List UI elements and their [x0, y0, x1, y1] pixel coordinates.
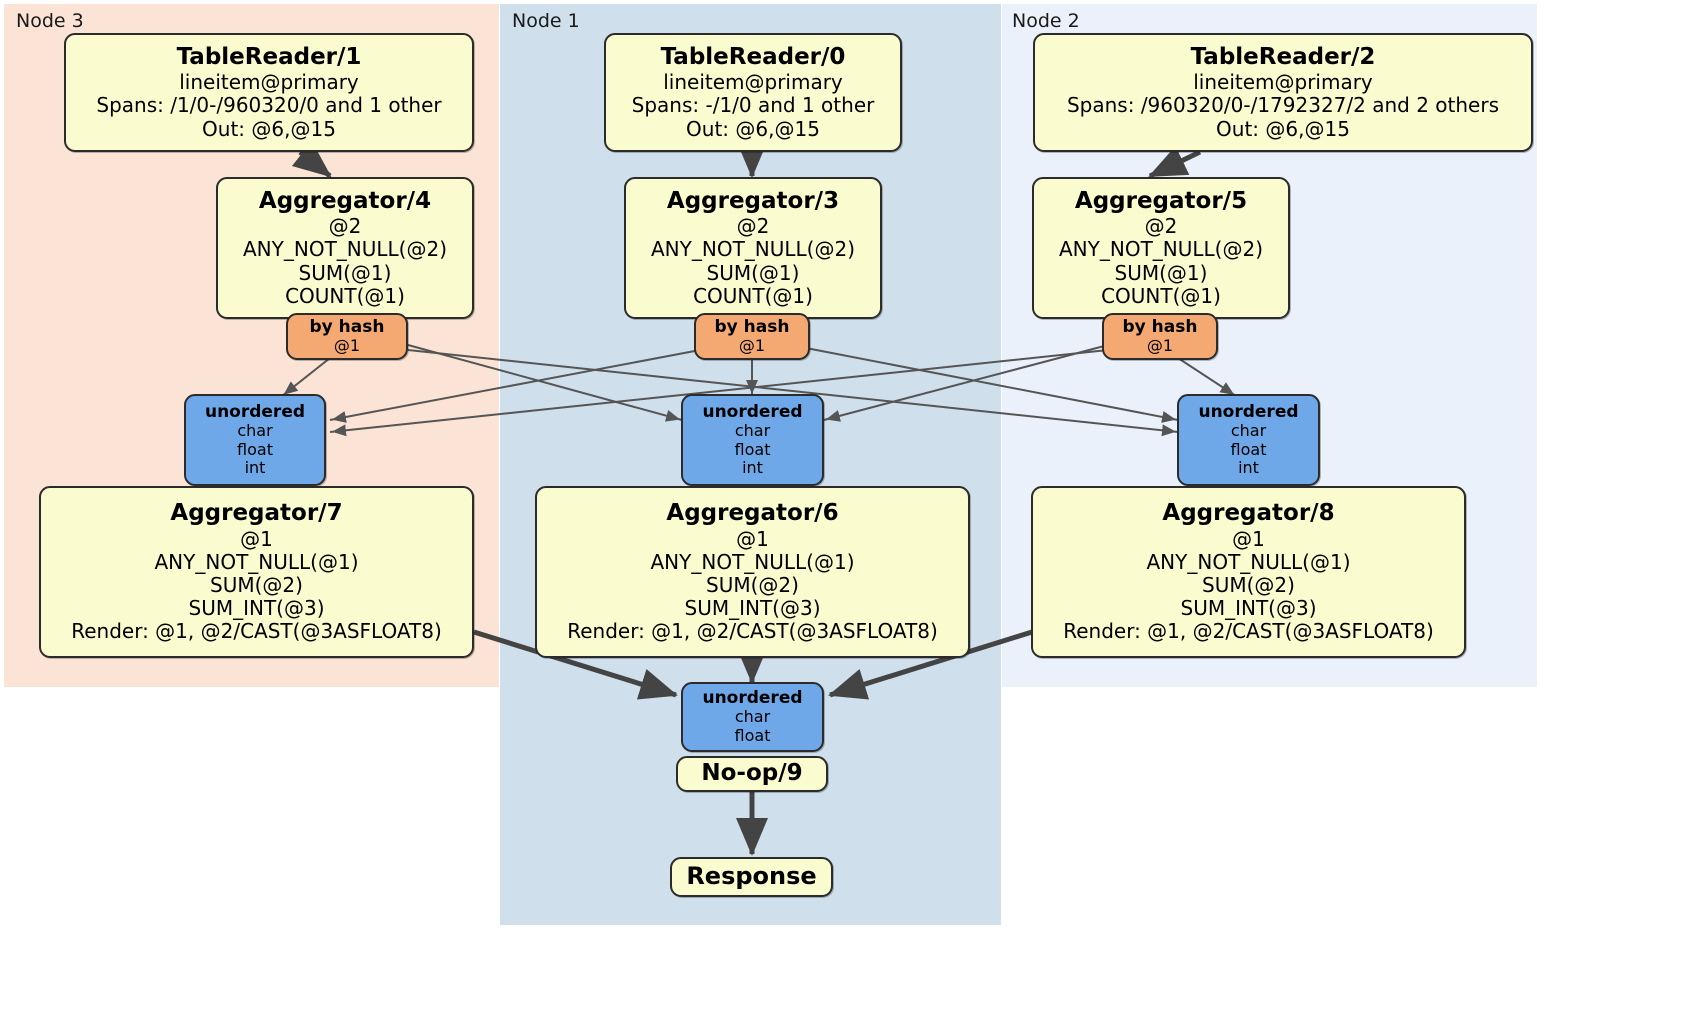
processor-detail-agg-2: SUM_INT(@3)	[188, 596, 325, 621]
processor-detail-agg-1: SUM(@2)	[210, 572, 303, 597]
processor-detail-table: lineitem@primary	[1193, 70, 1373, 95]
processor-detail-out: Out: @6,@15	[686, 116, 820, 141]
processor-detail-groupcol: @2	[1144, 214, 1178, 239]
processor-detail-spans: Spans: /960320/0-/1792327/2 and 2 others	[1066, 93, 1499, 118]
synchronizer-title: unordered	[702, 401, 803, 422]
processor-detail-agg-0: ANY_NOT_NULL(@2)	[651, 237, 855, 262]
synchronizer-type-1: float	[237, 439, 273, 459]
processor-detail-agg-0: ANY_NOT_NULL(@1)	[154, 549, 359, 574]
router-detail-col: @1	[1146, 336, 1174, 356]
synchronizer-title: unordered	[702, 687, 803, 708]
synchronizer-unordered-center[interactable]: unordered char float int	[681, 394, 824, 486]
synchronizer-unordered-right[interactable]: unordered char float int	[1177, 394, 1320, 486]
processor-detail-out: Out: @6,@15	[202, 116, 336, 141]
processor-title: TableReader/1	[176, 44, 362, 71]
synchronizer-type-1: float	[734, 725, 771, 745]
processor-detail-render: Render: @1, @2/CAST(@3ASFLOAT8)	[1063, 619, 1434, 644]
router-by-hash-right[interactable]: by hash @1	[1102, 313, 1218, 360]
processor-detail-render: Render: @1, @2/CAST(@3ASFLOAT8)	[567, 619, 938, 644]
processor-detail-agg-1: SUM(@1)	[1114, 260, 1208, 285]
processor-title: TableReader/0	[660, 44, 846, 71]
processor-detail-render: Render: @1, @2/CAST(@3ASFLOAT8)	[71, 619, 442, 644]
synchronizer-type-2: int	[244, 457, 266, 477]
processor-title: No-op/9	[701, 760, 803, 787]
router-title: by hash	[309, 316, 385, 337]
processor-detail-agg-2: SUM_INT(@3)	[684, 596, 821, 621]
processor-aggregator-5[interactable]: Aggregator/5 @2 ANY_NOT_NULL(@2) SUM(@1)…	[1032, 177, 1290, 319]
processor-detail-spans: Spans: -/1/0 and 1 other	[631, 93, 875, 118]
processor-detail-agg-1: SUM(@1)	[706, 260, 800, 285]
processor-title: Aggregator/3	[666, 188, 840, 215]
synchronizer-type-2: int	[1238, 457, 1259, 477]
router-title: by hash	[1122, 316, 1198, 337]
processor-detail-groupcol: @2	[736, 214, 770, 239]
processor-aggregator-3[interactable]: Aggregator/3 @2 ANY_NOT_NULL(@2) SUM(@1)…	[624, 177, 882, 319]
processor-tablereader-2[interactable]: TableReader/2 lineitem@primary Spans: /9…	[1033, 33, 1533, 152]
processor-detail-table: lineitem@primary	[179, 70, 359, 95]
processor-aggregator-6[interactable]: Aggregator/6 @1 ANY_NOT_NULL(@1) SUM(@2)…	[535, 486, 970, 658]
router-by-hash-center[interactable]: by hash @1	[694, 313, 810, 360]
processor-title: Aggregator/8	[1162, 500, 1335, 527]
synchronizer-title: unordered	[204, 401, 306, 422]
processor-detail-groupcol: @1	[240, 526, 273, 551]
processor-title: TableReader/2	[1190, 44, 1376, 71]
processor-tablereader-0[interactable]: TableReader/0 lineitem@primary Spans: -/…	[604, 33, 902, 152]
processor-detail-agg-1: SUM(@1)	[298, 260, 392, 285]
synchronizer-unordered-final[interactable]: unordered char float	[681, 682, 824, 752]
processor-title: Aggregator/5	[1074, 188, 1248, 215]
router-detail-col: @1	[333, 336, 361, 356]
router-title: by hash	[714, 316, 790, 337]
processor-detail-groupcol: @1	[736, 526, 769, 551]
processor-title: Aggregator/4	[258, 188, 432, 215]
processor-detail-agg-0: ANY_NOT_NULL(@2)	[243, 237, 447, 262]
processor-title: Aggregator/7	[170, 500, 343, 527]
synchronizer-type-0: char	[1230, 421, 1267, 441]
processor-detail-agg-0: ANY_NOT_NULL(@1)	[1146, 549, 1351, 574]
synchronizer-type-1: float	[734, 439, 771, 459]
synchronizer-type-2: int	[742, 457, 763, 477]
processor-noop-9[interactable]: No-op/9	[676, 756, 828, 792]
synchronizer-type-0: char	[237, 421, 273, 441]
processor-detail-table: lineitem@primary	[663, 70, 843, 95]
processor-detail-agg-2: COUNT(@1)	[693, 283, 813, 308]
processor-response[interactable]: Response	[670, 857, 833, 897]
processor-aggregator-8[interactable]: Aggregator/8 @1 ANY_NOT_NULL(@1) SUM(@2)…	[1031, 486, 1466, 658]
processor-title: Response	[686, 862, 817, 891]
processor-detail-out: Out: @6,@15	[1216, 116, 1350, 141]
processor-detail-agg-2: SUM_INT(@3)	[1180, 596, 1317, 621]
synchronizer-type-0: char	[734, 707, 771, 727]
synchronizer-unordered-left[interactable]: unordered char float int	[184, 394, 326, 486]
synchronizer-title: unordered	[1198, 401, 1299, 422]
processor-detail-agg-0: ANY_NOT_NULL(@2)	[1059, 237, 1263, 262]
processor-detail-spans: Spans: /1/0-/960320/0 and 1 other	[96, 93, 442, 118]
processor-title: Aggregator/6	[666, 500, 839, 527]
processor-aggregator-7[interactable]: Aggregator/7 @1 ANY_NOT_NULL(@1) SUM(@2)…	[39, 486, 474, 658]
processor-detail-agg-2: COUNT(@1)	[285, 283, 405, 308]
region-label-node3: Node 3	[16, 10, 84, 32]
processor-detail-agg-1: SUM(@2)	[706, 572, 799, 597]
processor-detail-groupcol: @1	[1232, 526, 1265, 551]
processor-detail-agg-0: ANY_NOT_NULL(@1)	[650, 549, 855, 574]
processor-detail-agg-2: COUNT(@1)	[1101, 283, 1221, 308]
router-by-hash-left[interactable]: by hash @1	[286, 313, 408, 360]
processor-detail-agg-1: SUM(@2)	[1202, 572, 1295, 597]
processor-detail-groupcol: @2	[328, 214, 362, 239]
region-label-node1: Node 1	[512, 10, 580, 32]
router-detail-col: @1	[738, 336, 766, 356]
synchronizer-type-1: float	[1230, 439, 1267, 459]
processor-tablereader-1[interactable]: TableReader/1 lineitem@primary Spans: /1…	[64, 33, 474, 152]
synchronizer-type-0: char	[734, 421, 771, 441]
processor-aggregator-4[interactable]: Aggregator/4 @2 ANY_NOT_NULL(@2) SUM(@1)…	[216, 177, 474, 319]
region-label-node2: Node 2	[1012, 10, 1080, 32]
